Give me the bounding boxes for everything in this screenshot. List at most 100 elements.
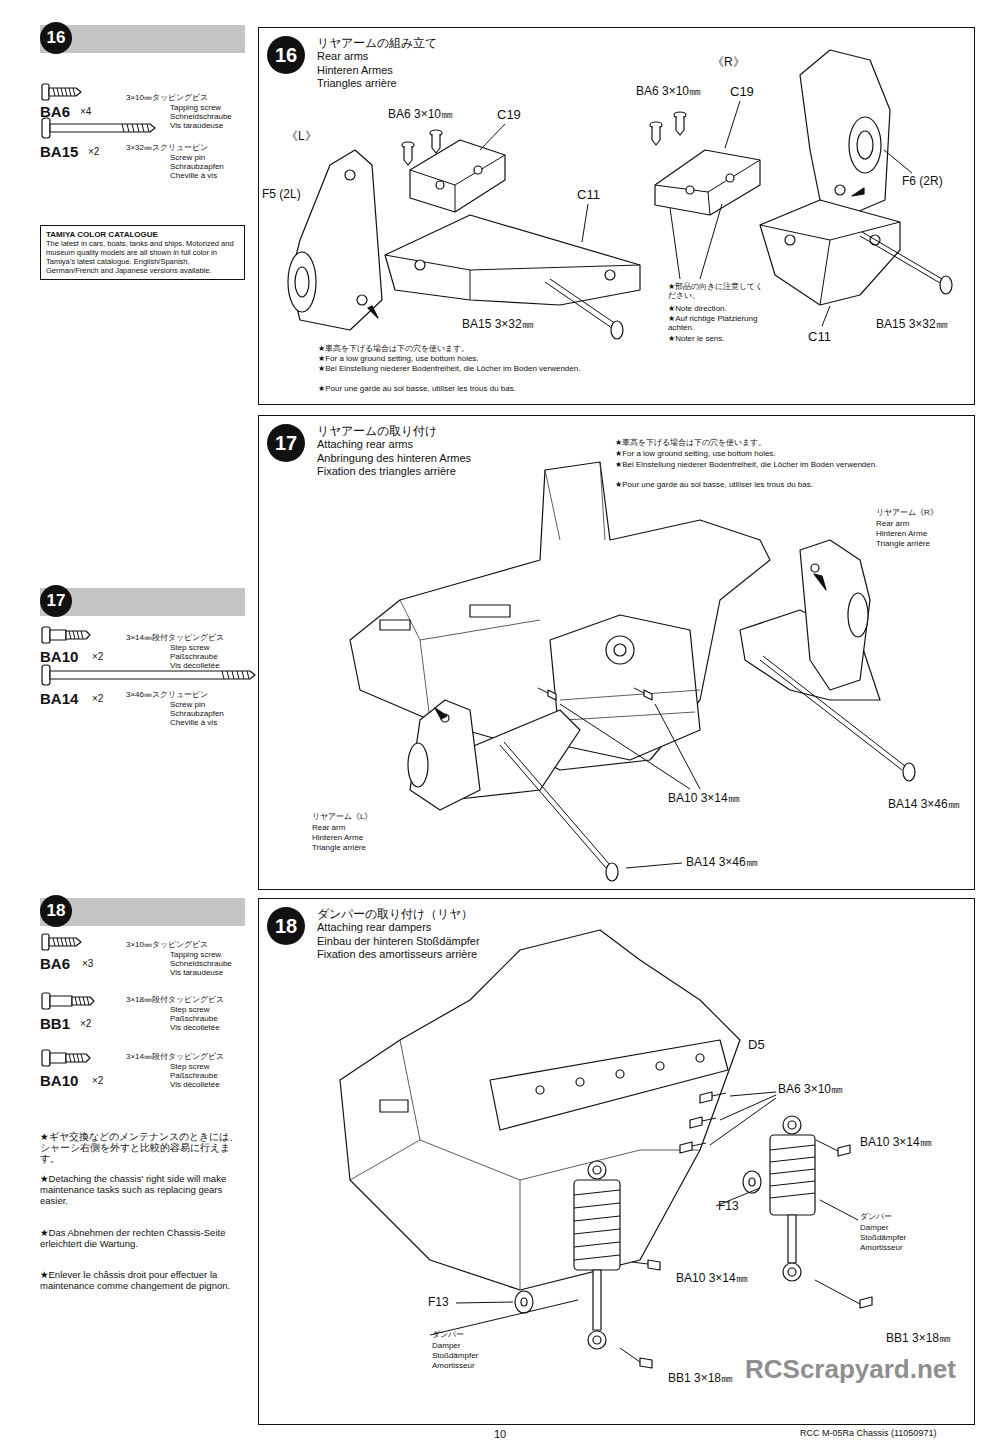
part-label: Cheville à vis (170, 171, 217, 180)
drawing-stroke (760, 222, 900, 305)
part-label: リヤアーム《L》 (312, 812, 372, 821)
part-label: RCC M-05Ra Chassis (11050971) (800, 1428, 936, 1438)
step-number: 18 (40, 895, 72, 927)
drawing-stroke (410, 155, 505, 212)
part-label: Schraubzapfen (170, 162, 224, 171)
drawing-stroke (50, 1053, 66, 1063)
drawing-stroke (49, 88, 81, 96)
step-panel: ダンパーの取り付け（リヤ）Attaching rear dampersEinba… (258, 898, 975, 1425)
part-label: 3×46㎜スクリューピン (126, 690, 208, 699)
part-label: Damper (860, 1223, 888, 1232)
part-label: ×2 (92, 693, 103, 705)
step-title: ダンパーの取り付け（リヤ） (317, 907, 480, 921)
drawing-stroke (410, 140, 505, 212)
drawing-stroke (593, 1166, 601, 1174)
drawing-stroke (903, 763, 915, 781)
part-label: ×3 (82, 958, 93, 970)
step-title: Fixation des triangles arrière (317, 465, 471, 478)
drawing-stroke (815, 1280, 860, 1304)
drawing-stroke (835, 185, 845, 195)
drawing-stroke (288, 252, 316, 312)
part-label: リヤアーム《R》 (876, 508, 938, 517)
drawing-stroke (42, 665, 50, 685)
catalogue-box: TAMIYA COLOR CATALOGUEThe latest in cars… (40, 225, 245, 280)
note-text: ★部品の向きに注意してください。 (668, 282, 768, 300)
part-label: ダンパー (860, 1212, 892, 1221)
drawing-stroke (404, 146, 412, 165)
drawing-stroke (436, 181, 444, 189)
part-label: BB1 3×18㎜ (886, 1332, 951, 1346)
screw-pin-icon (42, 665, 255, 685)
drawing-stroke (53, 88, 75, 96)
part-label: BA10 3×14㎜ (860, 1136, 932, 1150)
part-label: Damper (432, 1341, 460, 1350)
drawing-stroke (814, 574, 826, 590)
step-screw (620, 1140, 872, 1368)
note-text: ★Auf richtige Platzierung achten. (668, 314, 768, 332)
drawing-stroke (692, 1143, 706, 1146)
drawing-stroke (345, 170, 355, 180)
part-label: Rear arm (312, 823, 345, 832)
part-label: Vis décolletée (170, 1023, 220, 1032)
screw-code: BA6 (40, 103, 70, 120)
step-number: 16 (40, 22, 72, 54)
step-title: リヤアームの組み立て (317, 36, 437, 50)
drawing-stroke (816, 1140, 838, 1151)
step-title: Attaching rear arms (317, 438, 471, 451)
drawing-stroke (536, 1086, 544, 1094)
part-label: Tapping screw (170, 103, 221, 112)
drawing-stroke (574, 1190, 620, 1260)
step-title: Fixation des amortisseurs arrière (317, 948, 480, 961)
part-label: ×2 (92, 1075, 103, 1087)
damper-right (770, 1116, 815, 1281)
part-label: ダンパー (432, 1330, 464, 1339)
drawing-stroke (632, 1262, 648, 1264)
part-label: Paßschraube (170, 1014, 218, 1023)
part-label: Screw pin (170, 153, 205, 162)
drawing-stroke (42, 934, 49, 950)
drawing-stroke (432, 134, 440, 153)
arm-mount-c19-right (655, 150, 760, 215)
panel-title: リヤアームの組み立てRear armsHinteren ArmesTriangl… (317, 36, 437, 90)
part-label: 3×10㎜タッピングビス (126, 93, 208, 102)
part-label: BA10 3×14㎜ (676, 1272, 748, 1286)
drawing-stroke (700, 1092, 712, 1103)
screw-pin-ba14 (500, 656, 915, 881)
leader-line (430, 1188, 858, 1335)
step-title: Attaching rear dampers (317, 921, 480, 934)
drawing-stroke (42, 627, 50, 643)
drawing-stroke (385, 215, 640, 305)
part-label: F13 (718, 1200, 739, 1214)
drawing-stroke (849, 117, 881, 173)
screw-ba6 (402, 130, 442, 165)
rear-arm-left-assembly (408, 700, 580, 810)
washer-f13 (515, 1171, 761, 1313)
part-label: Schraubzapfen (170, 709, 224, 718)
part-label: D5 (748, 1038, 765, 1053)
box-heading: TAMIYA COLOR CATALOGUE (46, 230, 239, 239)
part-label: BA15 3×32㎜ (462, 318, 534, 332)
part-label: Schneidschraube (170, 959, 232, 968)
drawing-stroke (50, 996, 72, 1006)
drawing-stroke (606, 636, 634, 664)
drawing-stroke (848, 593, 868, 637)
part-label: ×2 (92, 651, 103, 663)
screw-pin-ba15 (860, 232, 952, 294)
drawing-stroke (770, 1145, 815, 1198)
drawing-stroke (614, 644, 626, 656)
drawing-stroke (702, 1118, 716, 1121)
part-label: BA14 3×46㎜ (686, 856, 758, 870)
note-text: ★Note direction. (668, 304, 768, 313)
drawing-stroke (811, 564, 819, 572)
drawing-stroke (940, 276, 952, 294)
part-label: BA6 3×10㎜ (778, 1083, 843, 1097)
part-label: C11 (808, 330, 831, 345)
part-label: Vis taraudeuse (170, 968, 223, 977)
part-label: Rear arm (876, 519, 909, 528)
drawing-stroke (408, 743, 428, 787)
drawing-stroke (50, 124, 155, 132)
drawing-stroke (860, 1297, 872, 1308)
drawing-stroke (652, 126, 660, 145)
drawing-stroke (380, 620, 410, 630)
damper-left (574, 1161, 620, 1349)
